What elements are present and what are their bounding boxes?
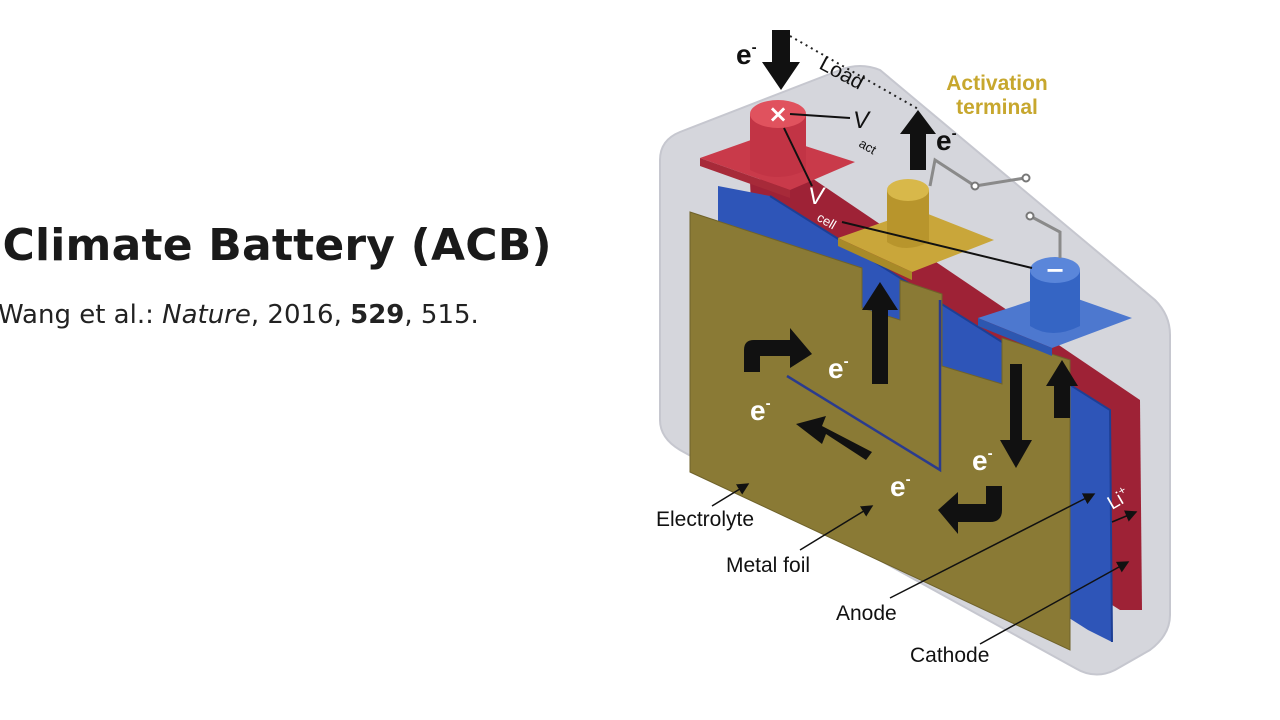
battery-diagram: × − Load V act V cell Activation termina… bbox=[656, 30, 1171, 676]
arrow-up-in-foil bbox=[862, 282, 898, 384]
minus-icon: − bbox=[1045, 256, 1065, 284]
citation-journal: Nature bbox=[162, 300, 251, 330]
metal-foil bbox=[689, 211, 1071, 651]
electron-label-4: e- bbox=[890, 471, 911, 502]
arrow-bend-bottom bbox=[938, 486, 1002, 534]
arrow-up-from-activation bbox=[900, 110, 936, 170]
citation-pages: , 515. bbox=[404, 300, 479, 330]
electron-label-2: e- bbox=[750, 395, 771, 426]
electron-label-in: e- bbox=[736, 39, 757, 70]
arrow-up-anode bbox=[1046, 360, 1078, 418]
v-act-leader-1 bbox=[789, 113, 851, 119]
negative-wire bbox=[1029, 214, 1062, 258]
circuit-wire bbox=[786, 300, 942, 473]
metal-foil-label: Metal foil bbox=[726, 554, 810, 577]
anode-label: Anode bbox=[836, 602, 897, 625]
arrow-left-in-foil bbox=[796, 416, 872, 460]
citation-volume: 529 bbox=[350, 300, 405, 330]
arrow-down-in-foil bbox=[1000, 364, 1032, 468]
citation-authors: Wang et al.: bbox=[0, 300, 163, 330]
li-ion-arrow bbox=[1111, 510, 1138, 523]
cathode-label: Cathode bbox=[910, 644, 989, 667]
anode-leader bbox=[889, 493, 1096, 599]
load-wire bbox=[789, 35, 921, 111]
slide-title: -Climate Battery (ACB) bbox=[0, 220, 552, 271]
arrow-down-into-positive bbox=[762, 30, 800, 90]
v-act-label: V bbox=[853, 107, 871, 134]
electron-label-1: e- bbox=[828, 353, 849, 384]
v-cell-leader-2 bbox=[841, 221, 1033, 269]
activation-terminal-label-2: terminal bbox=[956, 96, 1038, 119]
electron-label-out: e- bbox=[936, 125, 957, 156]
electron-label-3: e- bbox=[972, 445, 993, 476]
arrow-bend-top-left bbox=[744, 328, 812, 372]
electrolyte-label: Electrolyte bbox=[656, 508, 754, 531]
activation-terminal-label-1: Activation bbox=[946, 72, 1048, 95]
citation-year: , 2016, bbox=[250, 300, 351, 330]
cathode-leader bbox=[979, 561, 1130, 645]
metal-foil-leader bbox=[799, 505, 874, 551]
electrolyte-leader bbox=[711, 483, 750, 507]
activation-wire bbox=[928, 157, 1026, 188]
v-cell-leader bbox=[783, 127, 813, 187]
plus-icon: × bbox=[768, 100, 788, 128]
v-cell-label: V bbox=[808, 183, 826, 210]
citation: Wang et al.: Nature, 2016, 529, 515. bbox=[0, 300, 479, 330]
